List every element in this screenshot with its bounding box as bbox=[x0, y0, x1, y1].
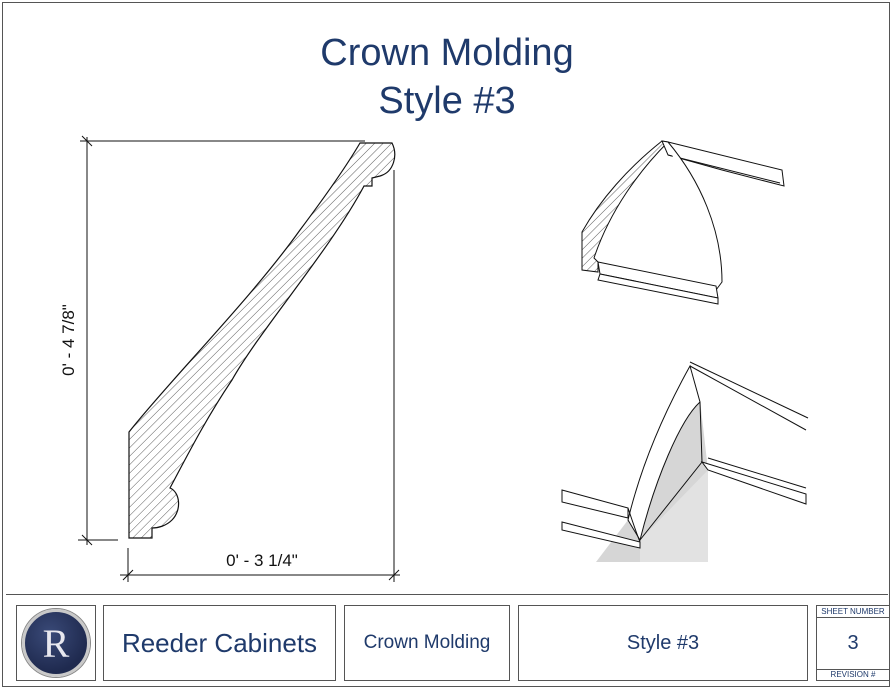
height-dimension bbox=[78, 135, 365, 546]
height-dimension-label: 0' - 4 7/8" bbox=[59, 304, 78, 376]
revision-label: REVISION # bbox=[817, 669, 889, 680]
drawing-subtitle: Style #3 bbox=[378, 80, 516, 122]
sheet-number: 3 bbox=[847, 632, 859, 654]
drawing-name: Crown Molding bbox=[344, 605, 510, 681]
drawing-style: Style #3 bbox=[518, 605, 808, 681]
width-dimension-label: 0' - 3 1/4" bbox=[226, 551, 298, 570]
sheet-number-label: SHEET NUMBER bbox=[817, 607, 889, 618]
width-dimension bbox=[120, 170, 400, 582]
molding-isometric-view bbox=[581, 140, 785, 305]
corner-installation-view bbox=[561, 361, 809, 562]
drawing-title: Crown Molding bbox=[320, 32, 574, 74]
company-name: Reeder Cabinets bbox=[103, 605, 336, 681]
logo-box: R bbox=[16, 605, 96, 681]
drawing-canvas: 0' - 4 7/8" 0' - 3 1/4" bbox=[59, 135, 809, 582]
sheet-number-box: SHEET NUMBER 3 REVISION # bbox=[816, 605, 890, 681]
molding-profile-section bbox=[128, 142, 396, 539]
title-block: R Reeder Cabinets Crown Molding Style #3… bbox=[6, 594, 890, 688]
company-logo: R bbox=[22, 609, 90, 677]
